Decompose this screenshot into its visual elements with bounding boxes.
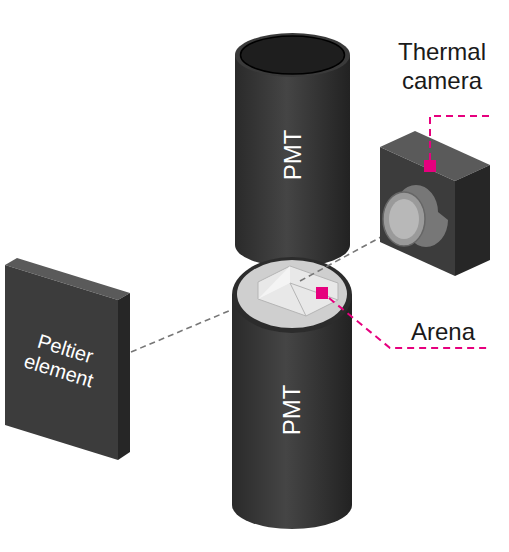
camera-marker — [424, 160, 436, 172]
pmt-top-cylinder — [235, 33, 350, 267]
node-text: PMT — [279, 103, 307, 208]
peltier-box: Peltier element — [10, 300, 114, 420]
pmt-box: PMT — [240, 80, 345, 230]
callout-label: Arena — [398, 318, 488, 347]
arena-chamber — [258, 266, 338, 316]
node-text: Peltier element — [9, 324, 114, 396]
camera-leader — [430, 116, 492, 160]
node-text: PMT — [278, 356, 306, 464]
callout-label: Thermal camera — [382, 38, 502, 96]
thermal-camera-body — [380, 131, 490, 276]
peltier-block — [5, 258, 130, 460]
camera-view-line — [300, 231, 392, 281]
pmt-bottom-cylinder — [232, 257, 352, 529]
arena-leader — [329, 298, 488, 348]
arena-marker — [316, 287, 328, 299]
pmt-box: PMT — [238, 330, 346, 490]
